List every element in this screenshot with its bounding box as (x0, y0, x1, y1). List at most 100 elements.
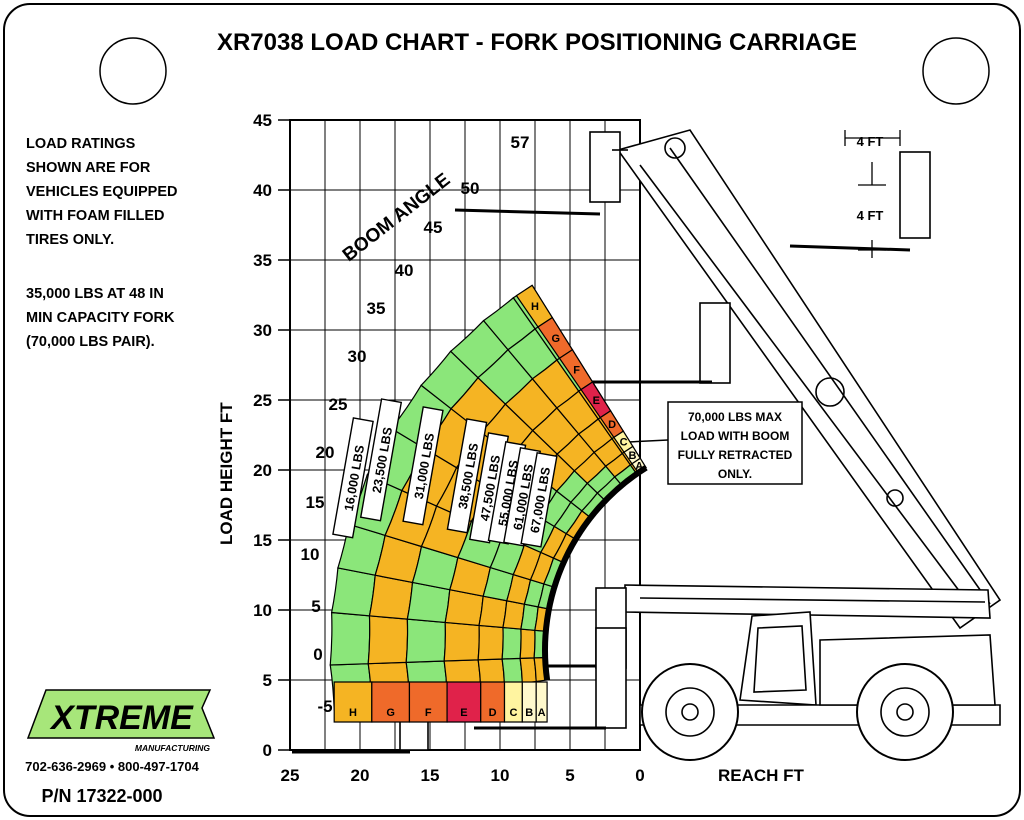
load-rating-box (520, 451, 558, 548)
fork-carriage-icon (789, 151, 931, 252)
dimension-markers (844, 130, 901, 258)
extension-zone-label: F (425, 707, 432, 719)
boom-angle-label: 10 (301, 545, 320, 564)
boom-icon (616, 129, 1002, 630)
x-tick-label: 15 (421, 766, 440, 785)
part-number: P/N 17322-000 (41, 786, 162, 806)
wheel-icon (641, 663, 739, 761)
extension-zone-label: E (460, 707, 467, 719)
load-zone-cell (519, 657, 537, 685)
boom-angle-label: 50 (461, 179, 480, 198)
x-axis-label: REACH FT (718, 766, 805, 785)
tire-note-line: SHOWN ARE FOR (26, 160, 151, 176)
y-tick-label: 5 (263, 671, 272, 690)
x-tick-label: 10 (491, 766, 510, 785)
load-zone-cell (367, 615, 409, 665)
tire-note-line: WITH FOAM FILLED (26, 208, 165, 224)
extension-zone-label: A (538, 707, 546, 719)
boom-angle-label: 45 (424, 218, 443, 237)
fork-carriage-icon (454, 131, 628, 216)
load-zone-cell (478, 595, 508, 629)
tire-note-line: TIRES ONLY. (26, 232, 114, 248)
x-tick-label: 5 (565, 766, 574, 785)
extension-zone-label: A (635, 460, 643, 472)
extension-zone-label: G (386, 707, 395, 719)
wheel-icon (856, 663, 954, 761)
retracted-boom-line (542, 465, 648, 681)
fork-note-line: (70,000 LBS PAIR). (26, 334, 155, 350)
extension-zone-label: B (525, 707, 533, 719)
fork-note: 35,000 LBS AT 48 IN MIN CAPACITY FORK (7… (26, 286, 175, 350)
dimension-label-horizontal: 4 FT (857, 134, 884, 149)
x-tick-label: 0 (635, 766, 644, 785)
mount-hole-right (922, 37, 990, 105)
y-tick-label: 0 (263, 741, 272, 760)
boom-angle-label: 20 (316, 443, 335, 462)
logo-text: XTREME (49, 699, 194, 737)
brand-sub: MANUFACTURING (135, 743, 210, 753)
fork-carriage-icon (578, 302, 731, 384)
boom-angle-label: 35 (367, 299, 386, 318)
boom-angle-label: 5 (311, 597, 320, 616)
callout-line: LOAD WITH BOOM (681, 429, 790, 443)
boom-angle-label: 15 (306, 493, 325, 512)
boom-angle-label: 40 (395, 261, 414, 280)
mount-hole-left (99, 37, 167, 105)
x-tick-label: 25 (281, 766, 300, 785)
phone-numbers: 702-636-2969 • 800-497-1704 (25, 759, 199, 774)
y-tick-label: 10 (253, 601, 272, 620)
x-tick-label: 20 (351, 766, 370, 785)
y-axis-label: LOAD HEIGHT FT (217, 402, 236, 545)
extension-zone-label: D (489, 707, 497, 719)
tire-note-line: VEHICLES EQUIPPED (26, 184, 177, 200)
extension-zone-label: B (628, 450, 636, 462)
y-tick-label: 20 (253, 461, 272, 480)
extension-zone-label: H (531, 301, 539, 313)
boom-angle-label: -5 (317, 697, 332, 716)
chart-labels: HHGGFFEEDDCCBBAA5750454035302520151050-5… (301, 133, 644, 719)
extension-zone-label: D (608, 419, 616, 431)
fork-note-line: 35,000 LBS AT 48 IN (26, 286, 164, 302)
tire-note: LOAD RATINGS SHOWN ARE FOR VEHICLES EQUI… (26, 136, 177, 248)
y-tick-label: 15 (253, 531, 272, 550)
extension-zone-label: C (620, 437, 628, 449)
y-tick-label: 30 (253, 321, 272, 340)
load-zone-cell (477, 624, 504, 661)
load-zone-cell (519, 628, 536, 659)
dimension-label-vertical: 4 FT (857, 208, 884, 223)
y-tick-label: 40 (253, 181, 272, 200)
y-tick-label: 45 (253, 111, 272, 130)
callout-line: ONLY. (718, 467, 752, 481)
fork-note-line: MIN CAPACITY FORK (26, 310, 175, 326)
boom-angle-label: 30 (348, 347, 367, 366)
brand-logo: XTREME (26, 689, 216, 739)
load-rating-tag: 16,000 LBS (332, 417, 374, 539)
y-tick-label: 35 (253, 251, 272, 270)
load-rating-box (446, 418, 488, 534)
callout-line: 70,000 LBS MAX (688, 410, 782, 424)
load-zone-cell (501, 626, 522, 660)
chart-title: XR7038 LOAD CHART - FORK POSITIONING CAR… (217, 29, 857, 56)
extension-zone-label: H (349, 707, 357, 719)
fork-carriage-icon (474, 627, 627, 730)
y-tick-label: 25 (253, 391, 272, 410)
extension-zone-label: C (509, 707, 517, 719)
load-zone-cell (405, 618, 446, 663)
load-zone-arcs (329, 284, 648, 723)
cab-icon (739, 611, 817, 706)
callout-line: FULLY RETRACTED (678, 448, 793, 462)
tire-note-line: LOAD RATINGS (26, 136, 136, 152)
boom-angle-label: 57 (511, 133, 530, 152)
extension-zone-label: F (573, 365, 580, 377)
load-zone-cell (330, 567, 376, 617)
extension-zone-label: G (551, 333, 560, 345)
extension-zone-cell (535, 681, 548, 723)
load-rating-box (402, 406, 444, 526)
load-zone-cell (329, 611, 371, 666)
boom-angle-label: 0 (313, 645, 322, 664)
load-rating-box (332, 417, 374, 539)
extension-zone-label: E (593, 395, 600, 407)
load-rating-box (359, 398, 403, 522)
